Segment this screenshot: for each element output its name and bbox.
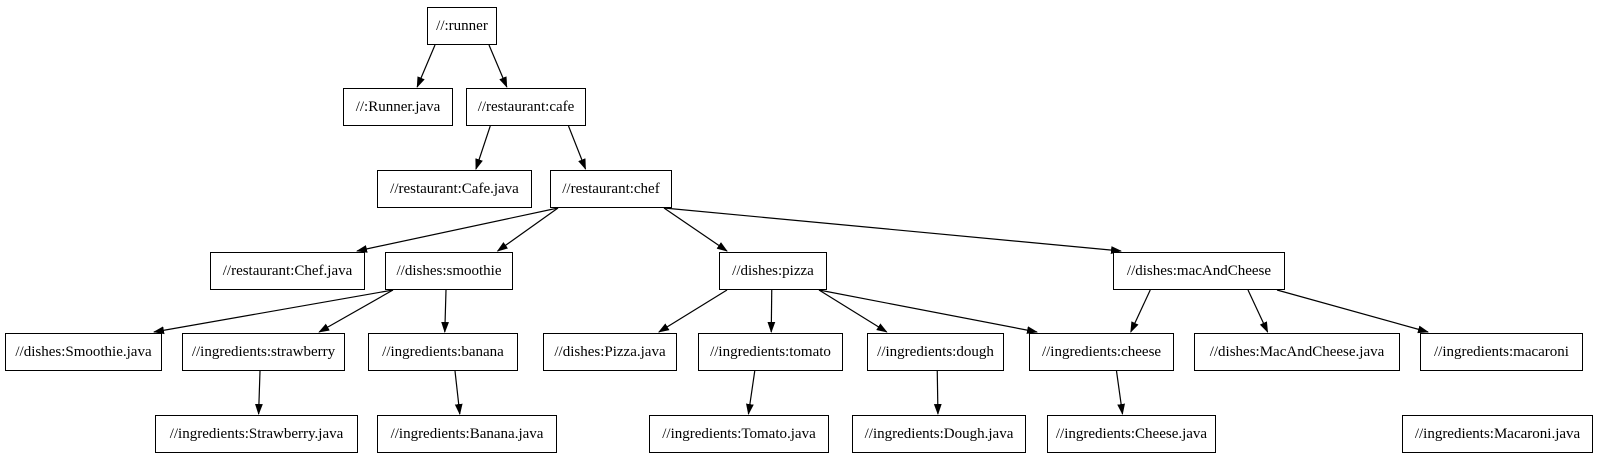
graph-node-banana: //ingredients:banana — [368, 333, 518, 371]
graph-node-macaroni: //ingredients:macaroni — [1420, 333, 1583, 371]
graph-node-Chef_java: //restaurant:Chef.java — [210, 252, 365, 290]
graph-edge-cafe-to-Cafe_java — [475, 125, 491, 170]
graph-node-pizza: //dishes:pizza — [719, 252, 827, 290]
graph-node-Macaroni_java: //ingredients:Macaroni.java — [1402, 415, 1593, 453]
graph-edge-chef-to-macAndCheese — [663, 207, 1122, 254]
graph-node-Tomato_java: //ingredients:Tomato.java — [649, 415, 829, 453]
graph-node-cheese: //ingredients:cheese — [1029, 333, 1174, 371]
graph-node-chef: //restaurant:chef — [550, 170, 672, 208]
graph-node-strawberry: //ingredients:strawberry — [182, 333, 345, 371]
graph-edge-macAndCheese-to-MacAndCheese_java — [1247, 289, 1269, 333]
graph-node-dough: //ingredients:dough — [867, 333, 1004, 371]
graph-edge-cafe-to-chef — [567, 125, 587, 170]
graph-node-Cheese_java: //ingredients:Cheese.java — [1047, 415, 1216, 453]
graph-edge-smoothie-to-strawberry — [318, 289, 394, 333]
graph-edge-runner-to-Runner_java — [416, 44, 436, 88]
graph-edge-runner-to-cafe — [488, 44, 508, 88]
graph-node-Runner_java: //:Runner.java — [343, 88, 453, 126]
graph-edge-dough-to-Dough_java — [933, 370, 942, 415]
graph-edge-strawberry-to-Strawberry_java — [255, 370, 263, 415]
graph-edge-pizza-to-cheese — [818, 289, 1038, 334]
graph-edge-macAndCheese-to-macaroni — [1276, 289, 1429, 334]
graph-edge-smoothie-to-banana — [441, 289, 449, 333]
graph-edge-smoothie-to-Smoothie_java — [153, 289, 394, 335]
graph-node-Smoothie_java: //dishes:Smoothie.java — [5, 333, 162, 371]
graph-node-MacAndCheese_java: //dishes:MacAndCheese.java — [1194, 333, 1400, 371]
graph-node-macAndCheese: //dishes:macAndCheese — [1113, 252, 1285, 290]
graph-edge-macAndCheese-to-cheese — [1130, 289, 1151, 333]
graph-node-Strawberry_java: //ingredients:Strawberry.java — [155, 415, 358, 453]
graph-node-tomato: //ingredients:tomato — [698, 333, 843, 371]
graph-edge-cheese-to-Cheese_java — [1115, 370, 1125, 415]
graph-edge-chef-to-Chef_java — [356, 207, 559, 253]
graph-node-Cafe_java: //restaurant:Cafe.java — [377, 170, 532, 208]
graph-node-Dough_java: //ingredients:Dough.java — [852, 415, 1026, 453]
graph-node-runner: //:runner — [427, 7, 497, 45]
graph-node-cafe: //restaurant:cafe — [466, 88, 586, 126]
graph-edge-chef-to-smoothie — [496, 207, 559, 252]
graph-edge-chef-to-pizza — [663, 207, 728, 252]
graph-edge-pizza-to-tomato — [767, 289, 776, 333]
graph-edge-banana-to-Banana_java — [454, 370, 463, 415]
graph-node-Banana_java: //ingredients:Banana.java — [377, 415, 557, 453]
graph-node-Pizza_java: //dishes:Pizza.java — [543, 333, 677, 371]
graph-edge-pizza-to-dough — [818, 289, 888, 333]
graph-edge-pizza-to-Pizza_java — [658, 289, 728, 333]
graph-edge-tomato-to-Tomato_java — [746, 370, 756, 415]
graph-node-smoothie: //dishes:smoothie — [385, 252, 513, 290]
